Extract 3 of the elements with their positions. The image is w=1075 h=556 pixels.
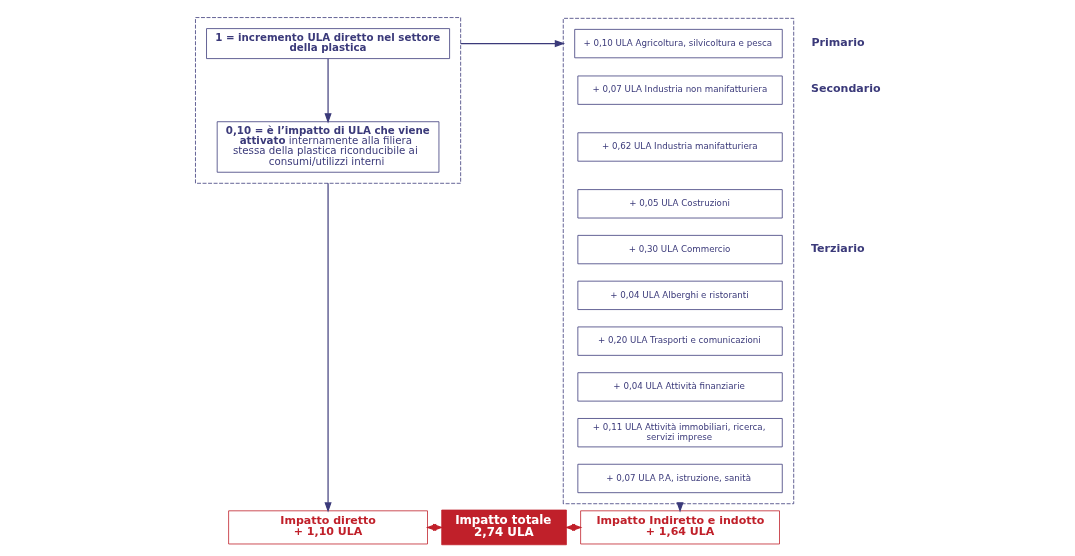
label: Terziario (810, 241, 865, 255)
label: Secondario (810, 82, 881, 96)
label: Primario (810, 35, 865, 49)
